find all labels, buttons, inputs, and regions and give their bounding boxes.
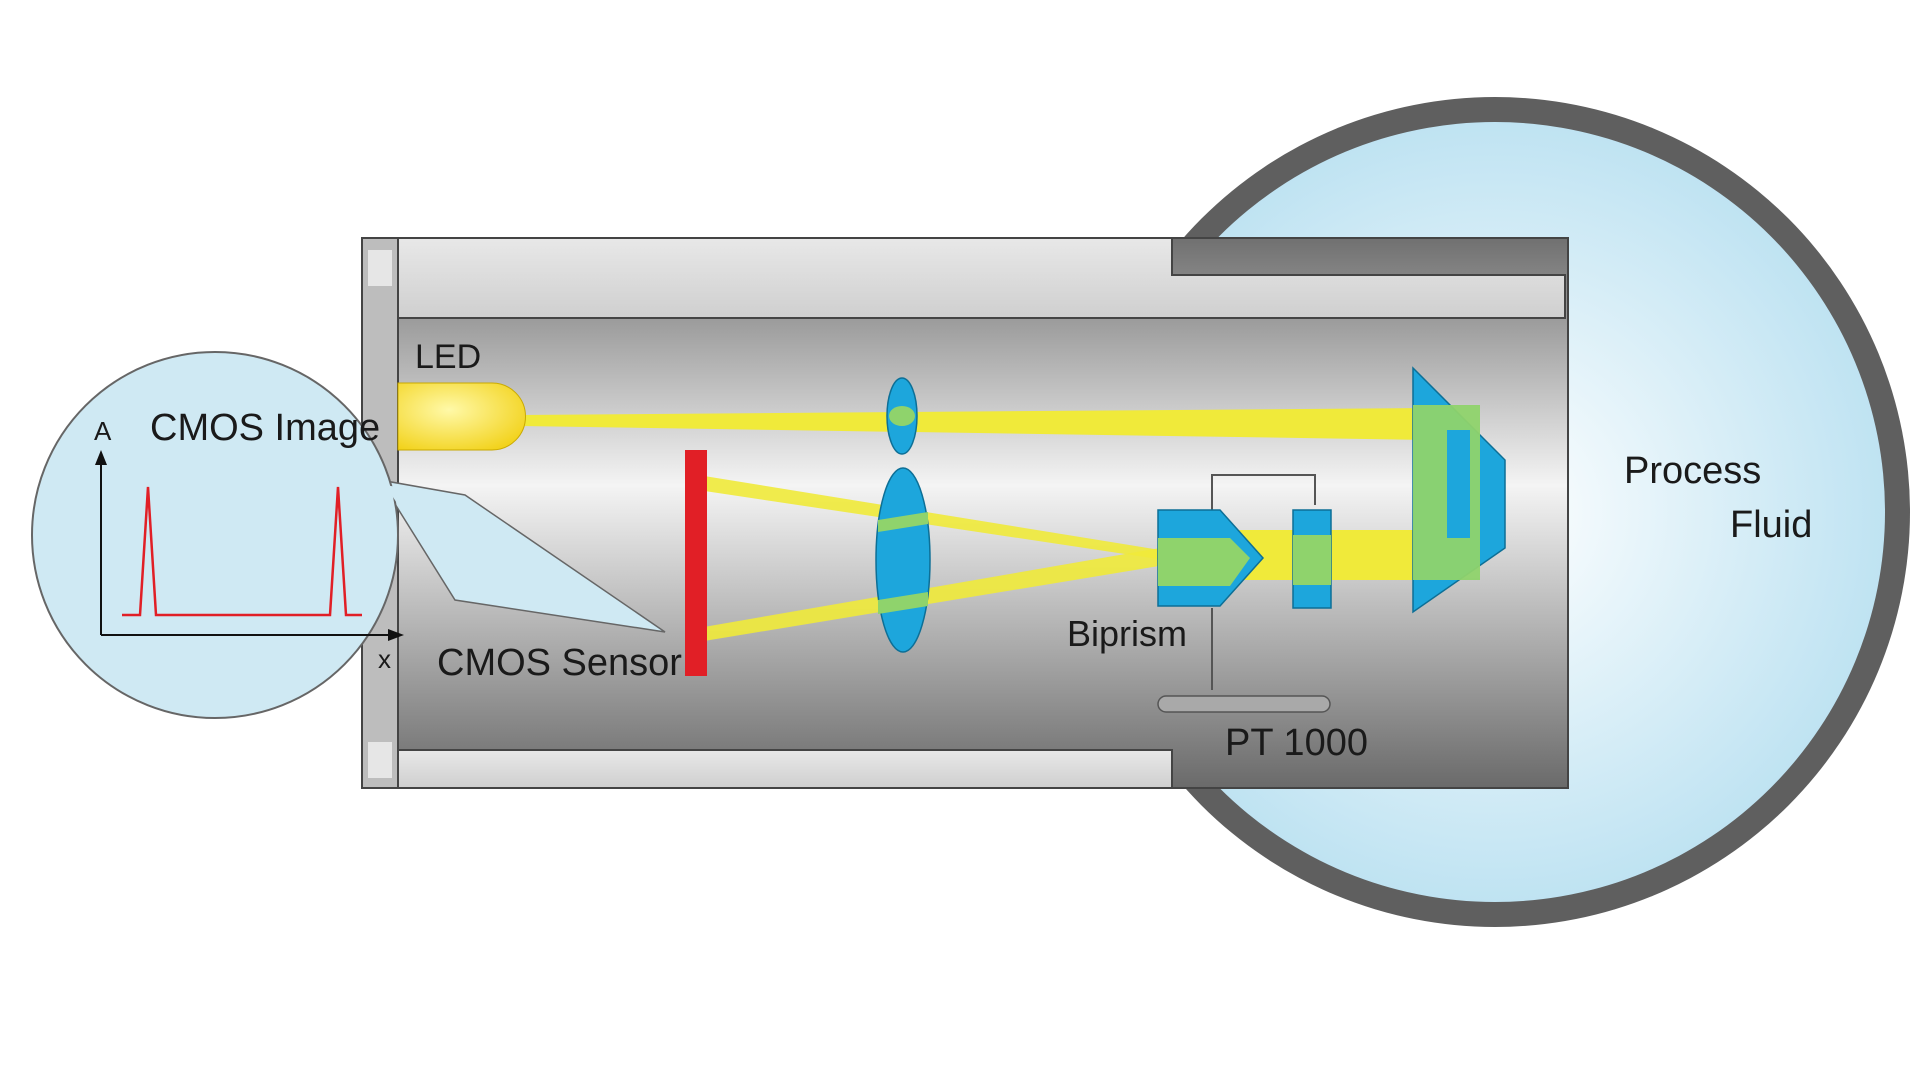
axis-y-arrow [95,450,107,465]
biprism-bracket [1211,474,1316,538]
label-axis-x: x [378,644,391,674]
label-axis-a: A [94,416,112,446]
return-beam-upper [698,475,1165,560]
small-prism-overlap [1293,535,1331,585]
cmos-sensor-bar [685,450,707,676]
label-led: LED [415,338,481,376]
housing-body [361,237,1569,789]
lens-small-overlap [889,406,915,426]
pt1000-sensor [1157,695,1331,713]
main-prism-inner [1447,430,1470,538]
housing-bottom-rail [361,749,1173,789]
label-cmos-sensor: CMOS Sensor [437,642,682,684]
led-beam [520,408,1430,440]
return-beam-lower [698,548,1165,642]
housing-end-cap-highlight [368,250,392,286]
callout-seam-cover [385,485,650,625]
axis-x-arrow [388,629,404,641]
led-emitter [397,382,526,451]
label-process: Process [1624,450,1761,492]
lens-large [875,467,931,653]
label-biprism: Biprism [1067,613,1187,654]
lens-large-overlap [878,512,928,532]
label-pt1000: PT 1000 [1225,722,1368,764]
label-fluid: Fluid [1730,504,1812,546]
housing-end-cap-highlight [368,742,392,778]
cmos-image-callout [31,351,399,719]
signal-trace [122,486,362,617]
biprism-overlap [1158,538,1250,586]
lens-large-overlap [878,592,928,614]
label-cmos-image: CMOS Image [150,407,380,449]
